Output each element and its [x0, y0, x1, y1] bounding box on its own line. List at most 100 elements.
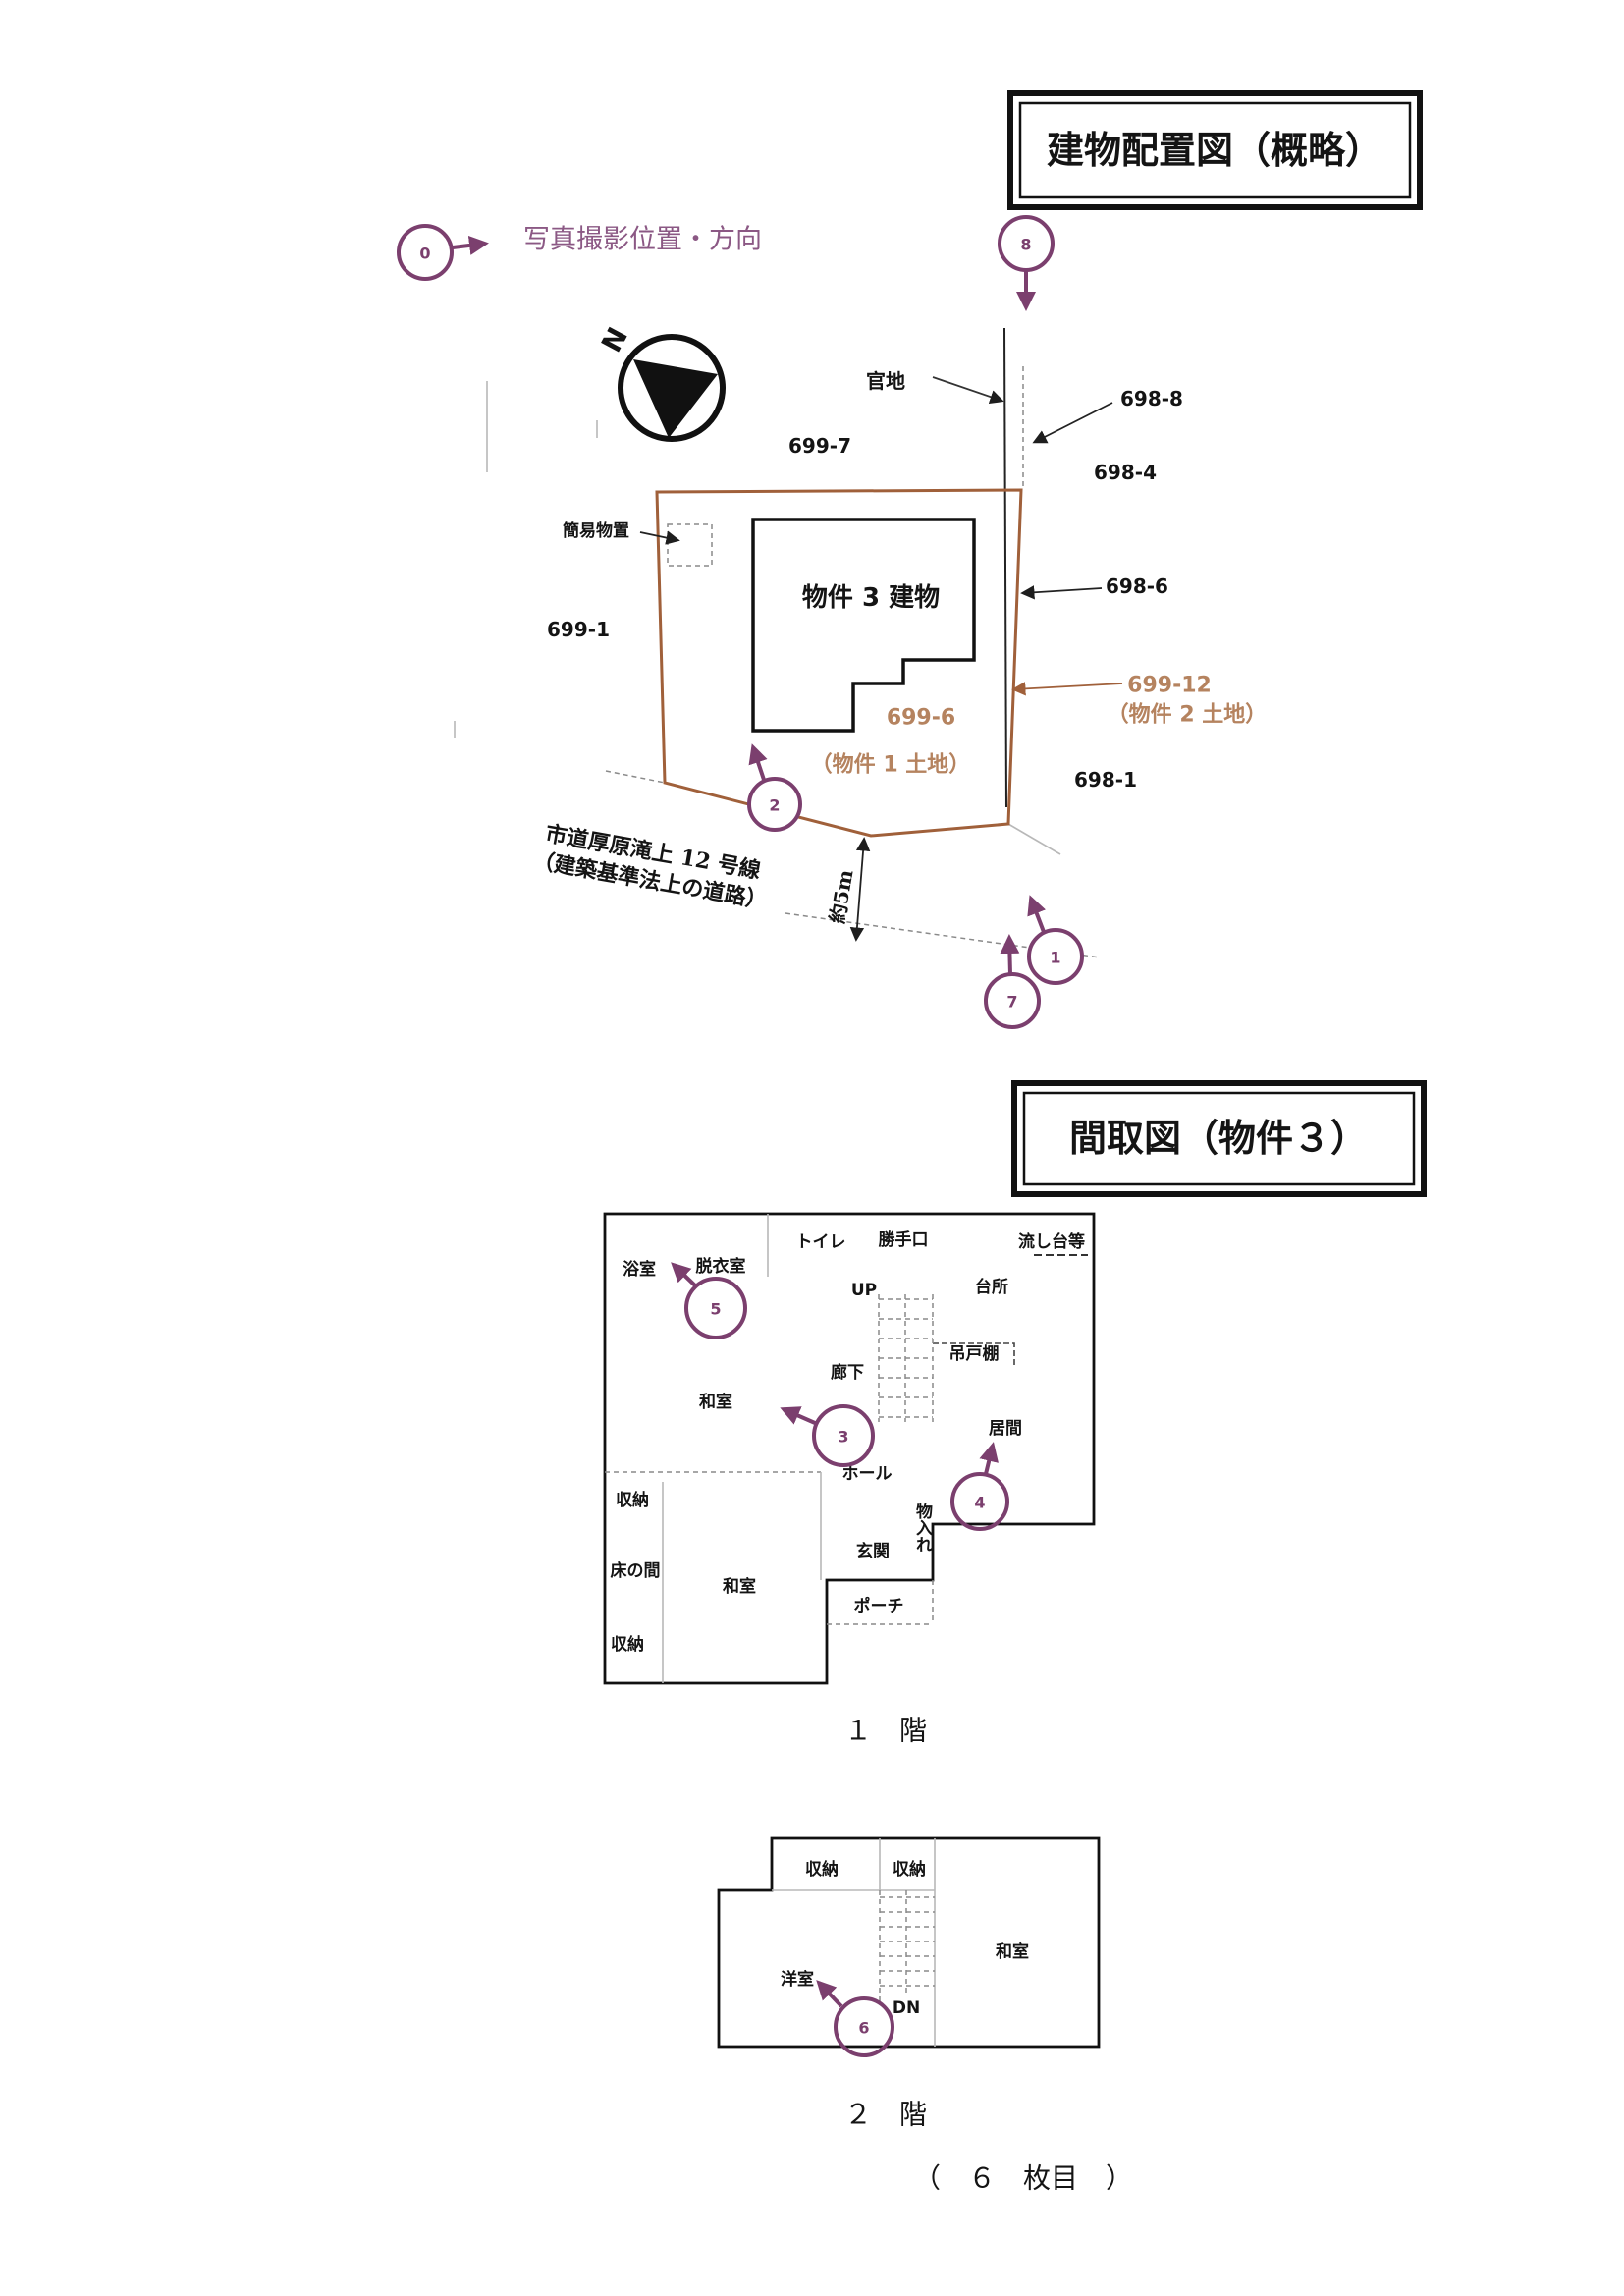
- floor-plan-title: 間取図（物件３）: [1069, 1117, 1368, 1160]
- marker-direction-arrow: [816, 1980, 843, 2008]
- label-lot-698-4: 698-4: [1094, 461, 1157, 484]
- room-label-hallway: 廊下: [831, 1362, 864, 1383]
- marker-number: 8: [1020, 236, 1031, 254]
- north-arrow-symbol: N: [595, 322, 726, 442]
- state-land-boundary-line: [1003, 327, 1007, 808]
- road-edge-line: [605, 770, 666, 784]
- photo-legend: 0 写真撮影位置・方向: [397, 224, 762, 281]
- legend-label: 写真撮影位置・方向: [523, 225, 762, 255]
- label-building: 物件 3 建物: [802, 583, 940, 613]
- room-label-storage: 収納: [805, 1859, 839, 1880]
- page-number: （ ６ 枚目 ）: [913, 2162, 1133, 2195]
- hanging-cupboard-line: [933, 1342, 1015, 1367]
- room-label-porch: ポーチ: [854, 1596, 904, 1616]
- title-box-outer-frame: [1007, 90, 1423, 210]
- site-plan-title: 建物配置図（概略）: [1047, 129, 1382, 172]
- marker-number: 7: [1006, 993, 1017, 1011]
- marker-circle: [684, 1277, 747, 1339]
- lot-698-6-pointer-arrow: [1020, 585, 1103, 600]
- road-edge-line: [1007, 823, 1061, 855]
- marker-circle: [834, 1996, 894, 2057]
- room-label-japanese-room: 和室: [723, 1576, 756, 1597]
- room-label-sink: 流し台等: [1018, 1231, 1085, 1252]
- second-floor-caption: ２ 階: [844, 2099, 927, 2131]
- photo-marker-6: 6: [816, 1980, 894, 2057]
- label-lot-698-8: 698-8: [1120, 387, 1183, 410]
- legend-direction-arrow: [452, 235, 489, 255]
- marker-number: 5: [710, 1300, 721, 1319]
- property-boundary: [655, 488, 1023, 838]
- second-floor-plan: 収納 収納 和室 洋室 DN 6 ２ 階: [717, 1836, 1101, 2131]
- photo-marker-1: 1: [1027, 895, 1084, 985]
- stairs-up-label: UP: [851, 1281, 877, 1300]
- room-label-hall: ホール: [842, 1464, 893, 1484]
- title-box-inner-frame: [1022, 1091, 1416, 1186]
- room-label-living-room: 居間: [989, 1419, 1022, 1439]
- label-lot-698-1: 698-1: [1074, 768, 1137, 792]
- photo-marker-5: 5: [671, 1262, 747, 1339]
- photo-marker-2: 2: [747, 743, 802, 832]
- stairs-down-label: DN: [893, 1998, 920, 2018]
- site-plan: 建物配置図（概略） 0 写真撮影位置・方向 8 N: [397, 90, 1423, 1029]
- label-lot-699-12-note: （物件 2 土地）: [1108, 702, 1268, 728]
- marker-direction-arrow: [748, 743, 768, 781]
- label-lot-699-1: 699-1: [547, 618, 610, 641]
- first-floor-plan: トイレ 勝手口 流し台等 浴室 脱衣室 UP 台所 吊戸棚 廊下 和室 居間 ホ…: [603, 1212, 1096, 1747]
- lot-698-8-pointer-arrow: [1032, 402, 1113, 444]
- storage-shed-outline: [667, 523, 713, 567]
- room-label-storage: 収納: [893, 1859, 926, 1880]
- label-lot-698-6: 698-6: [1106, 574, 1168, 598]
- marker-circle: [1027, 928, 1084, 985]
- label-lot-699-6: 699-6: [887, 706, 955, 731]
- room-label-back-door: 勝手口: [879, 1230, 929, 1250]
- room-label-storage: 収納: [616, 1490, 649, 1510]
- room-label-kitchen: 台所: [975, 1277, 1008, 1297]
- marker-circle: [984, 972, 1041, 1029]
- north-label: N: [595, 322, 634, 357]
- photo-marker-8: 8: [998, 215, 1055, 311]
- legend-marker-circle: [397, 224, 454, 281]
- room-label-japanese-room: 和室: [699, 1392, 732, 1412]
- marker-circle: [998, 215, 1055, 272]
- marker-direction-arrow: [1000, 934, 1020, 975]
- label-lot-699-12: 699-12: [1127, 674, 1212, 698]
- site-plan-title-box: 建物配置図（概略）: [1007, 90, 1423, 210]
- photo-marker-7: 7: [984, 934, 1041, 1029]
- road-width-dimension-line: [849, 837, 871, 942]
- room-label-closet: 物入れ: [912, 1503, 932, 1553]
- marker-circle: [950, 1472, 1009, 1531]
- room-label-dressing-room: 脱衣室: [696, 1256, 746, 1277]
- marker-direction-arrow: [1027, 895, 1047, 933]
- room-label-toilet: トイレ: [796, 1232, 846, 1252]
- label-road-width: 約5m: [825, 868, 857, 925]
- marker-direction-arrow: [979, 1442, 999, 1475]
- room-label-japanese-room: 和室: [996, 1941, 1029, 1962]
- storage-shed-pointer-arrow: [639, 530, 680, 545]
- state-land-pointer-arrow: [932, 376, 1004, 405]
- marker-circle: [812, 1404, 875, 1467]
- label-state-land: 官地: [866, 369, 905, 393]
- room-label-tokonoma: 床の間: [611, 1560, 661, 1581]
- first-floor-stairs: [878, 1294, 934, 1422]
- title-box-inner-frame: [1018, 101, 1412, 199]
- marker-number: 2: [769, 796, 780, 815]
- photo-marker-3: 3: [780, 1404, 875, 1467]
- floor-plan: 間取図（物件３） ト: [603, 1080, 1427, 2131]
- marker-number: 6: [858, 2019, 869, 2038]
- room-label-storage: 収納: [611, 1634, 644, 1655]
- building-footprint: [751, 518, 976, 733]
- marker-number: 3: [838, 1428, 848, 1447]
- marker-direction-arrow: [780, 1406, 816, 1425]
- room-label-western-room: 洋室: [781, 1969, 814, 1990]
- title-box-outer-frame: [1011, 1080, 1427, 1197]
- first-floor-caption: １ 階: [844, 1715, 927, 1747]
- marker-number: 4: [974, 1494, 985, 1512]
- label-lot-699-6-note: （物件 1 土地）: [811, 752, 971, 778]
- lot-699-12-pointer-arrow: [1011, 682, 1123, 696]
- room-label-entrance: 玄関: [856, 1541, 890, 1561]
- second-floor-stairs: [879, 1890, 935, 2003]
- marker-direction-arrow: [671, 1262, 699, 1289]
- legend-marker-number: 0: [419, 245, 430, 263]
